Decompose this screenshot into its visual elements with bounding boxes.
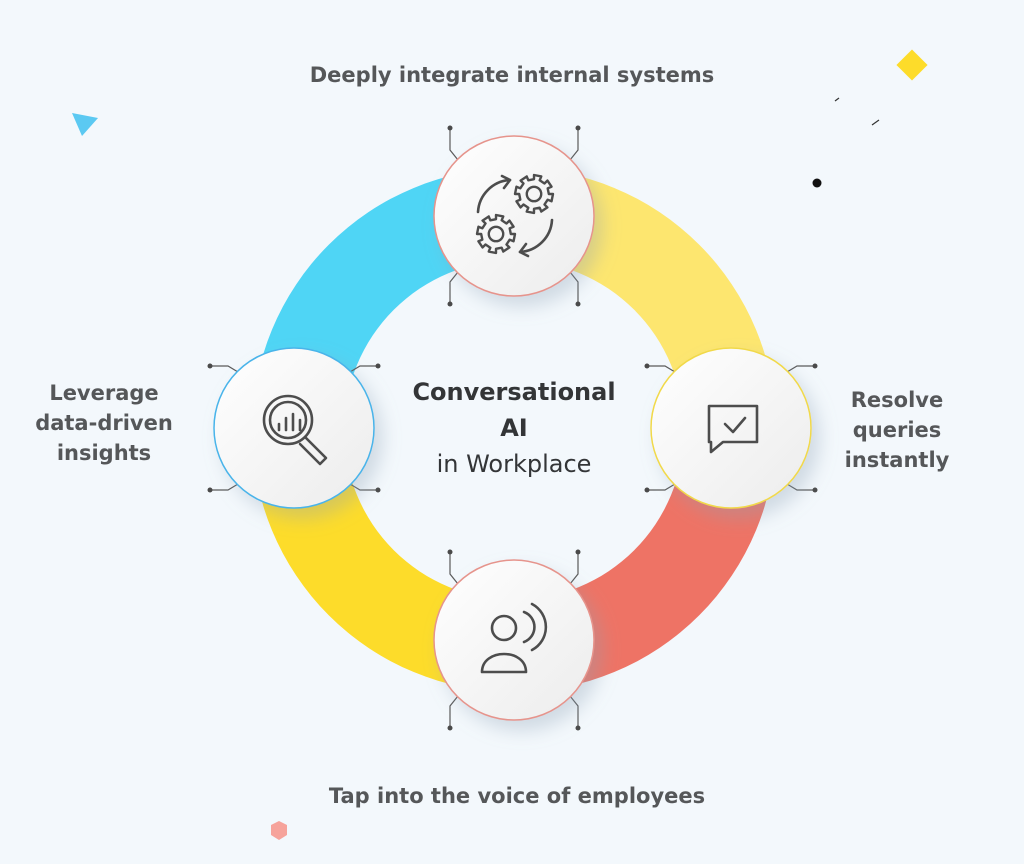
decor-pink-hexagon [271,821,287,840]
node-connector-dot [375,363,381,369]
step-label-right: Resolve queries instantly [817,385,977,475]
node-connector-dot [207,487,213,493]
node-connector-line [449,695,459,728]
node-connector-dot [575,301,581,307]
node-connector-line [647,483,676,491]
step-label-right-line: queries [852,418,942,442]
node-circle [433,135,595,297]
center-title-line: AI [500,414,528,442]
node-connector-line [786,365,815,373]
node-connector-line [569,128,579,161]
step-label-left-line: insights [56,441,152,465]
step-label-right-line: instantly [844,448,950,472]
step-label-bottom: Tap into the voice of employees [328,784,706,808]
chat-check-icon [707,404,759,454]
step-label-left-line: data-driven [35,411,173,435]
center-title-line: Conversational [412,378,616,406]
decor-dash-1 [834,97,840,102]
decor-dash-2 [871,119,880,126]
step-label-left-line: Leverage [49,381,159,405]
node-circle [650,347,812,509]
node-connector-line [349,365,378,373]
decor-black-dot [812,178,822,188]
node-connector-line [786,483,815,491]
step-label-top: Deeply integrate internal systems [309,63,715,87]
step-node-top [433,125,595,307]
node-connector-dot [575,125,581,131]
step-label-right-line: Resolve [850,388,944,412]
gears-sync-icon [475,173,555,258]
node-connector-line [449,128,459,161]
node-connector-dot [375,487,381,493]
node-connector-line [349,483,378,491]
node-connector-dot [812,363,818,369]
speaking-person-icon [480,602,548,674]
cycle-nodes [207,125,818,731]
node-connector-line [449,552,459,585]
decor-cyan-triangle [72,113,98,136]
step-node-left [207,347,381,509]
node-connector-line [569,552,579,585]
node-connector-dot [447,725,453,731]
node-connector-dot [575,725,581,731]
node-connector-dot [207,363,213,369]
node-connector-line [569,695,579,728]
node-connector-line [210,483,239,491]
node-connector-dot [644,487,650,493]
step-node-right [644,347,818,509]
node-connector-line [569,271,579,304]
node-connector-dot [812,487,818,493]
step-node-bottom [433,549,595,731]
center-title: Conversational AI in Workplace [394,374,634,482]
node-connector-line [210,365,239,373]
node-connector-dot [447,549,453,555]
node-circle [433,559,595,721]
node-connector-dot [447,125,453,131]
node-connector-dot [447,301,453,307]
node-connector-line [647,365,676,373]
node-connector-dot [575,549,581,555]
node-connector-line [449,271,459,304]
center-title-line: in Workplace [436,450,592,478]
node-connector-dot [644,363,650,369]
step-label-left: Leverage data-driven insights [24,378,184,468]
magnify-chart-icon [262,394,328,466]
